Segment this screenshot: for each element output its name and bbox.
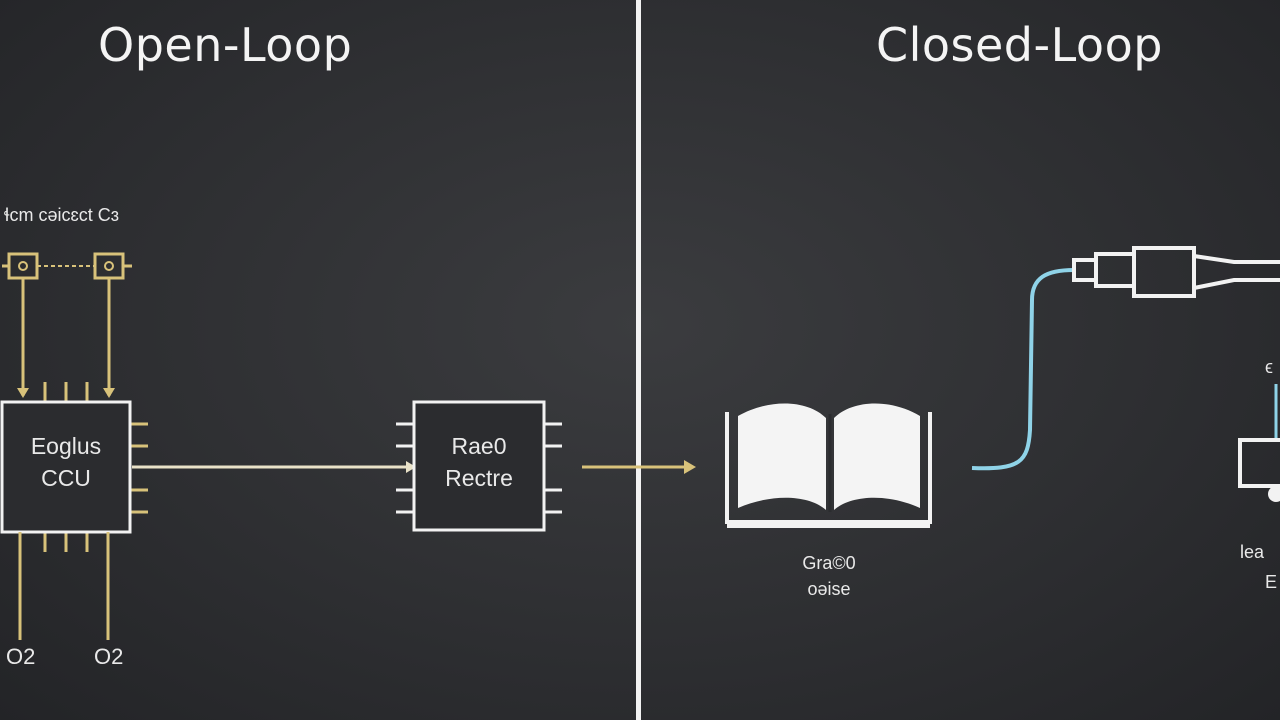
edge-label-2: lea: [1240, 542, 1265, 562]
book-caption-line2: oəise: [807, 579, 851, 599]
sensor-feed-lines: [21, 278, 111, 396]
module-label-line2: Rectre: [445, 465, 513, 491]
o2-output-right-label: O2: [94, 644, 124, 669]
arrow-right-icon: [684, 460, 696, 474]
sensor-group-label: ɬcm cəicɛct Cɜ: [4, 205, 119, 225]
sensor-left-icon: [2, 252, 39, 280]
sensor-right-icon: [93, 252, 132, 280]
module-chip-label: Rae0 Rectre: [414, 430, 544, 494]
o2-sensor-probe-icon: [1072, 246, 1280, 298]
book-caption: Gra©0 oəise: [774, 550, 884, 602]
module-label-line1: Rae0: [451, 433, 507, 459]
module-chip: [412, 400, 546, 532]
ecu-pins: [43, 382, 148, 552]
arrow-right-icon: [406, 461, 416, 473]
o2-lines: [18, 532, 110, 640]
arrow-down-icon: [17, 388, 29, 398]
arrow-down-icon: [103, 388, 115, 398]
edge-label-3: E: [1265, 572, 1278, 592]
book-caption-line1: Gra©0: [802, 553, 856, 573]
sensor-cable: [971, 268, 1075, 471]
ecu-label-line2: CCU: [41, 465, 91, 491]
open-loop-title: Open-Loop: [98, 18, 353, 72]
ecu-label-line1: Eoglus: [30, 433, 102, 459]
feedback-device-icon: [1238, 384, 1280, 502]
module-pins: [396, 422, 562, 514]
open-book-icon: [725, 403, 932, 528]
edge-label-1: ϵ: [1265, 357, 1273, 377]
closed-loop-title: Closed-Loop: [876, 18, 1163, 72]
ecu-chip-label: Eoglus CCU: [2, 430, 130, 494]
panel-divider: [636, 0, 641, 720]
o2-output-left-label: O2: [6, 644, 36, 669]
ecu-chip: [0, 400, 132, 534]
